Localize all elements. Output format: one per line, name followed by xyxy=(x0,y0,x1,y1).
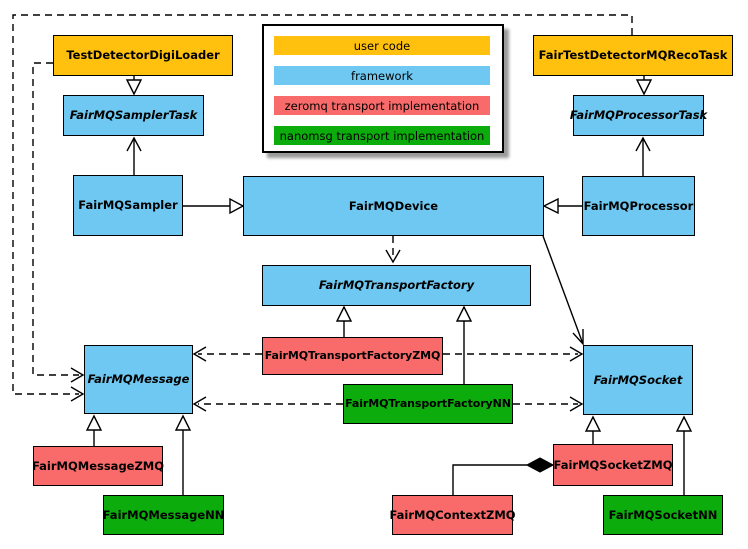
legend: user code framework zeromq transport imp… xyxy=(262,24,504,153)
node-fairmqtransportfactory: FairMQTransportFactory xyxy=(262,265,531,306)
node-fairmqsocketnn: FairMQSocketNN xyxy=(603,495,723,535)
triangle-arrowhead-icon xyxy=(335,305,353,322)
node-label: FairMQDevice xyxy=(348,198,439,213)
triangle-arrowhead-icon xyxy=(675,415,693,432)
legend-item-user-code: user code xyxy=(274,36,490,55)
node-label: FairMQMessageNN xyxy=(102,507,225,522)
arrowhead-open-icon xyxy=(70,367,85,383)
arrowhead-open-icon xyxy=(385,249,401,264)
node-fairmqmessage: FairMQMessage xyxy=(84,345,193,414)
edge-recotask-message-dependency xyxy=(12,14,633,395)
edge-device-socket-association xyxy=(542,235,584,345)
legend-item-framework: framework xyxy=(274,66,490,85)
triangle-arrowhead-icon xyxy=(85,414,103,431)
triangle-arrowhead-icon xyxy=(542,197,559,215)
triangle-arrowhead-icon xyxy=(584,415,602,432)
node-label: FairMQMessageZMQ xyxy=(31,458,165,473)
legend-item-zeromq: zeromq transport implementation xyxy=(274,96,490,115)
arrowhead-open-icon xyxy=(635,136,651,152)
node-label: FairMQTransportFactoryZMQ xyxy=(264,348,441,362)
edge-contextzmq-socketzmq-aggregation xyxy=(452,464,527,495)
arrowhead-open-icon xyxy=(569,396,584,412)
node-fairmqsampler: FairMQSampler xyxy=(73,175,183,236)
arrowhead-open-icon xyxy=(192,396,207,412)
node-label: FairMQTransportFactoryNN xyxy=(345,396,511,410)
legend-label: user code xyxy=(353,38,411,53)
node-fairmqsocketzmq: FairMQSocketZMQ xyxy=(553,444,673,486)
node-label: FairMQContextZMQ xyxy=(389,507,516,522)
triangle-arrowhead-icon xyxy=(455,305,473,322)
node-fairmqdevice: FairMQDevice xyxy=(243,176,544,236)
node-fairmqcontextzmq: FairMQContextZMQ xyxy=(389,495,516,535)
node-label: FairMQMessage xyxy=(87,372,190,387)
node-testdetectordigiloader: TestDetectorDigiLoader xyxy=(53,35,233,76)
node-fairmqprocessor: FairMQProcessor xyxy=(582,176,695,236)
arrowhead-open-icon xyxy=(192,346,207,362)
legend-label: nanomsg transport implementation xyxy=(279,128,485,143)
triangle-arrowhead-icon xyxy=(635,79,653,96)
arrowhead-open-icon xyxy=(572,329,584,346)
arrowhead-open-icon xyxy=(70,386,85,402)
node-label: FairMQSamplerTask xyxy=(69,108,198,123)
node-fairmqprocessortask: FairMQProcessorTask xyxy=(569,95,708,136)
edge-digiloader-message-dependency xyxy=(32,62,79,376)
triangle-arrowhead-icon xyxy=(125,79,143,96)
triangle-arrowhead-icon xyxy=(174,414,192,431)
legend-label: framework xyxy=(351,68,413,83)
legend-item-nanomsg: nanomsg transport implementation xyxy=(274,126,490,145)
node-fairmqtransportfactorynn: FairMQTransportFactoryNN xyxy=(343,384,513,424)
node-fairmqmessagezmq: FairMQMessageZMQ xyxy=(31,446,165,486)
arrowhead-open-icon xyxy=(126,136,142,152)
node-label: FairMQSocketNN xyxy=(608,507,718,522)
node-label: FairTestDetectorMQRecoTask xyxy=(538,48,728,63)
diamond-aggregation-icon xyxy=(525,457,555,473)
node-label: FairMQSocketZMQ xyxy=(553,457,673,472)
node-fairmqsamplertask: FairMQSamplerTask xyxy=(63,95,204,136)
node-fairmqmessagenn: FairMQMessageNN xyxy=(103,495,224,535)
node-fairmqsocket: FairMQSocket xyxy=(583,345,693,415)
node-label: FairMQProcessor xyxy=(583,198,694,213)
triangle-arrowhead-icon xyxy=(229,197,245,215)
legend-label: zeromq transport implementation xyxy=(284,98,480,113)
node-label: FairMQSampler xyxy=(78,198,178,213)
arrowhead-open-icon xyxy=(569,346,584,362)
node-label: FairMQTransportFactory xyxy=(318,278,475,293)
node-fairmqtransportfactoryzmq: FairMQTransportFactoryZMQ xyxy=(262,337,443,375)
node-label: FairMQProcessorTask xyxy=(569,108,708,123)
node-label: FairMQSocket xyxy=(593,372,683,387)
node-label: TestDetectorDigiLoader xyxy=(66,48,220,63)
node-fairtestdetectormqrecotask: FairTestDetectorMQRecoTask xyxy=(533,35,733,76)
